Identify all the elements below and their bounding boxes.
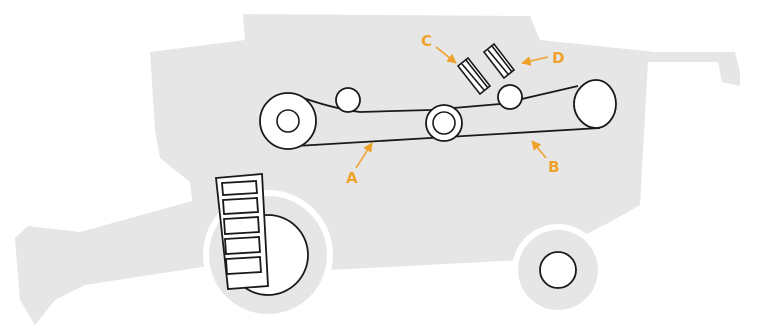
callout-label-a: A <box>346 169 358 187</box>
spring-d <box>482 42 516 80</box>
rear-wheel <box>512 224 604 316</box>
rear-wheel-hub <box>539 251 577 289</box>
spring-c <box>456 56 492 96</box>
callout-labels: A B C D <box>346 32 564 187</box>
callout-label-c: C <box>421 32 432 50</box>
drive-pulley-right <box>573 79 617 129</box>
arrow-d <box>521 56 549 66</box>
arrow-c <box>435 46 457 64</box>
callout-arrows <box>355 46 549 169</box>
ladder <box>215 173 269 290</box>
middle-pulley-inner <box>432 111 456 135</box>
ladder-rung <box>221 180 258 196</box>
idler-pulley-top <box>335 87 361 113</box>
drive-pulley-left <box>259 92 317 150</box>
belt-lower-run <box>295 127 601 147</box>
arrow-a <box>355 142 373 169</box>
callout-label-b: B <box>548 158 559 176</box>
ladder-rung <box>222 197 259 215</box>
ladder-rung <box>224 236 261 255</box>
tensioner-pulley <box>497 84 523 110</box>
arrow-b <box>531 140 547 159</box>
drive-pulley-left-inner <box>276 109 300 133</box>
harvester-silhouette <box>15 14 740 325</box>
middle-pulley <box>425 104 463 142</box>
header-feeder <box>15 196 230 325</box>
ladder-rung <box>225 256 262 275</box>
spring-d-coil <box>487 45 513 75</box>
spring-d-outline <box>482 42 516 80</box>
ladder-rung <box>223 216 260 235</box>
callout-label-d: D <box>552 49 564 67</box>
spring-c-outline <box>456 56 492 96</box>
spring-c-coil <box>461 59 489 91</box>
